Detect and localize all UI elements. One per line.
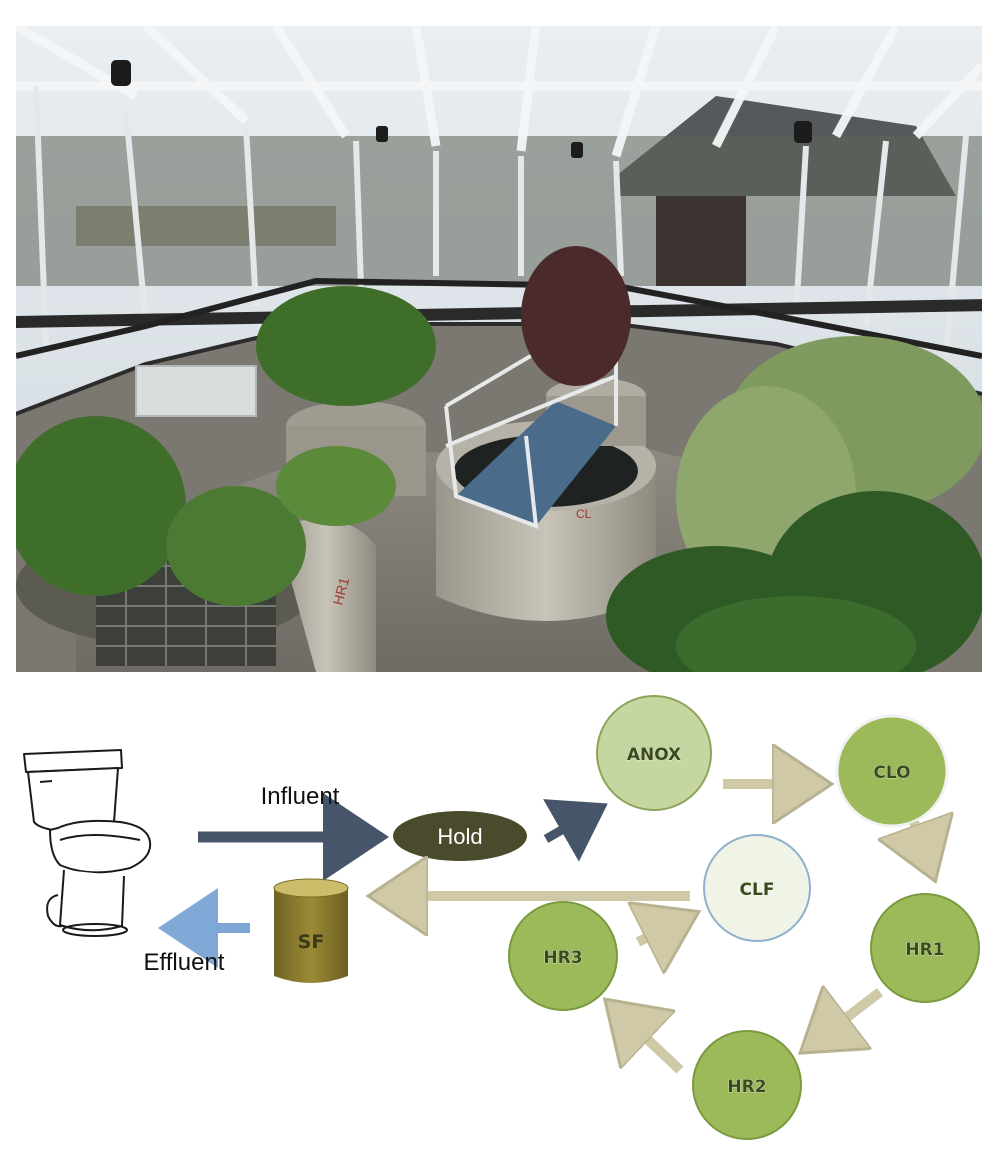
node-hr2-label: HR2 [727,1077,766,1097]
clo-to-hr1-arrow [914,822,932,872]
node-anox-label: ANOX [627,745,681,765]
toilet-icon [23,749,152,937]
hold-tank [393,811,527,861]
node-hr1-label: HR1 [905,940,944,960]
hold-label: Hold [437,824,482,849]
node-hr3-label: HR3 [543,948,582,968]
hr3-to-clf-arrow [638,916,690,942]
treatment-process-diagram: Influent Hold ANOX CLO HR1 HR2 HR3 CLF S… [23,695,980,1140]
hr1-to-hr2-arrow [808,992,884,1047]
photo-tank-label-cl: CL [576,507,592,521]
node-clf-label: CLF [740,880,775,900]
hr2-to-hr3-arrow [612,1006,684,1074]
hold-to-anox-arrow [543,799,608,862]
effluent-label: Effluent [144,949,225,976]
sf-label: SF [298,931,325,953]
node-hr1 [870,893,980,1003]
greenhouse-photo: HR1 CL [16,26,982,672]
node-hr3 [508,901,618,1011]
node-anox [596,695,712,811]
node-hr2 [692,1030,802,1140]
influent-label: Influent [261,783,340,810]
sf-tank-icon [273,878,349,983]
photo-tank-label-hr1: HR1 [329,575,352,606]
node-clo-label: CLO [873,763,910,783]
node-clf [703,834,811,942]
